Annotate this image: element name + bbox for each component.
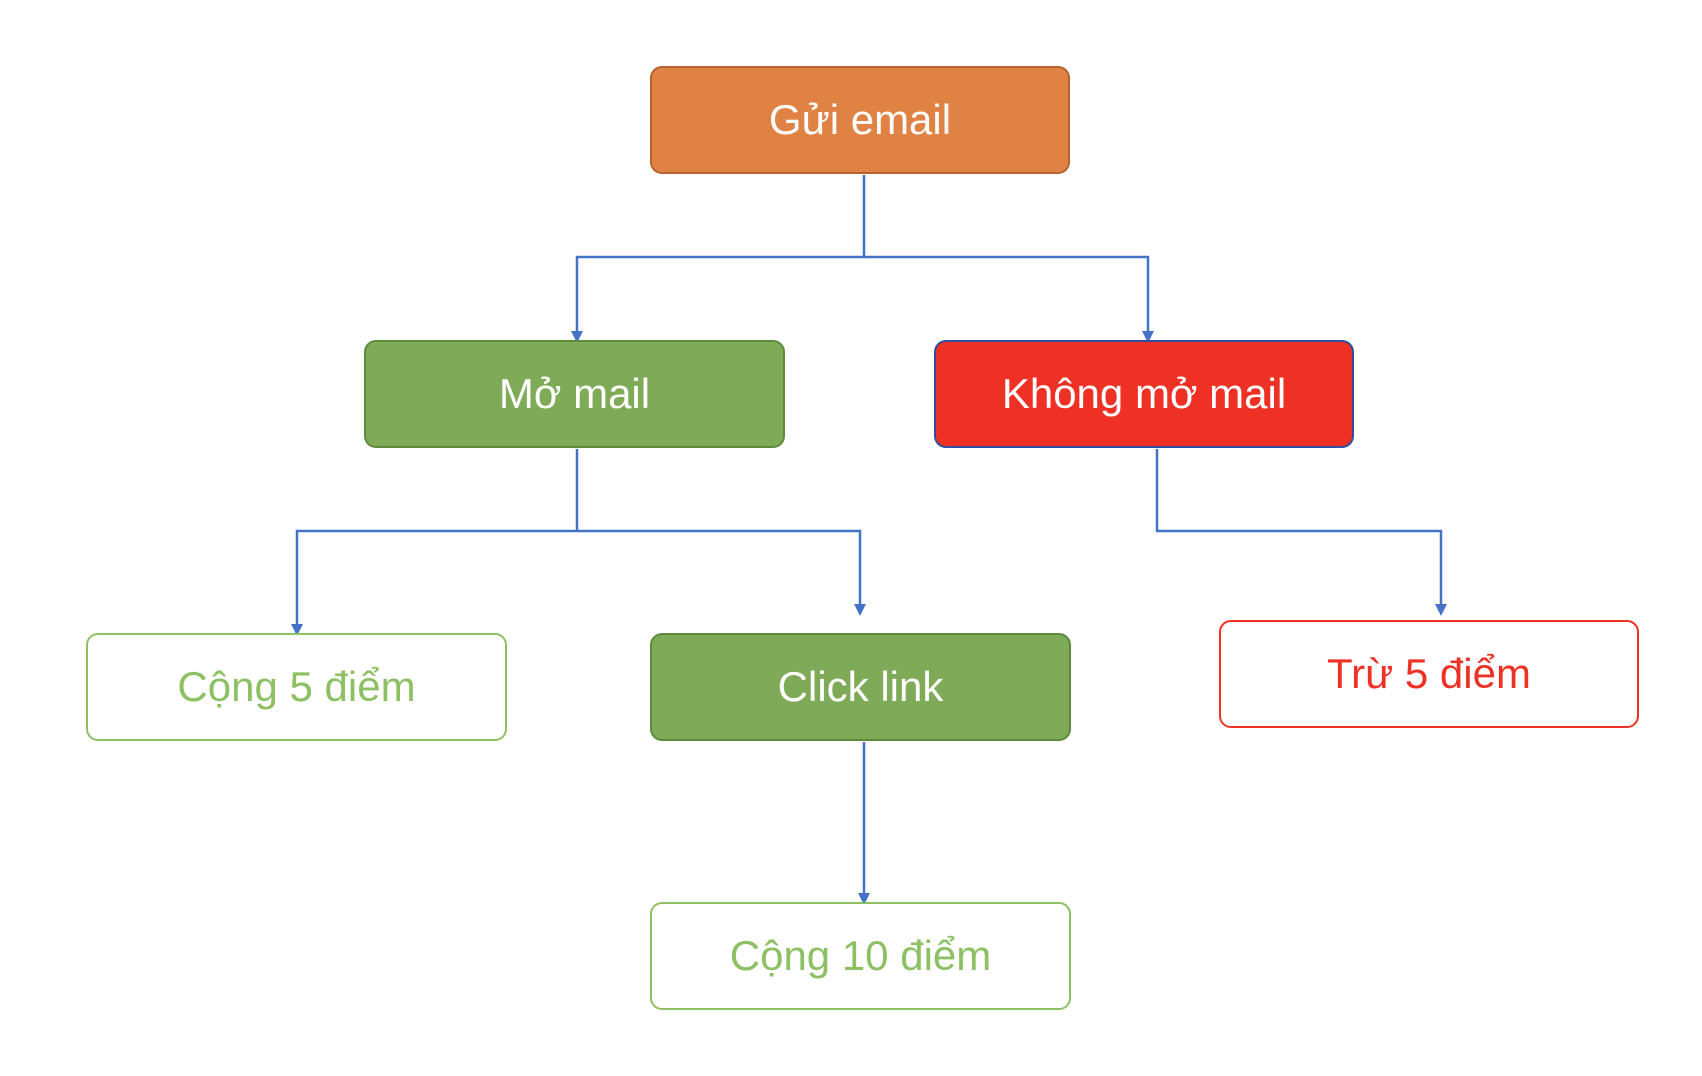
node-not-open-mail: Không mở mail [934, 340, 1354, 448]
node-click-link: Click link [650, 633, 1071, 741]
node-send-email-label: Gửi email [768, 96, 952, 143]
connector-send-to-open [571, 175, 866, 343]
connector-open-to-plus5 [291, 449, 579, 636]
connector-open-to-click [577, 529, 866, 616]
node-plus-10-points-label: Cộng 10 điểm [729, 932, 992, 979]
node-open-mail-label: Mở mail [498, 370, 651, 417]
node-minus-5-points-label: Trừ 5 điểm [1327, 650, 1531, 697]
connector-send-to-not-open [864, 255, 1154, 343]
node-click-link-label: Click link [777, 663, 944, 710]
node-minus-5-points: Trừ 5 điểm [1219, 620, 1639, 728]
node-plus-5-points-label: Cộng 5 điểm [177, 663, 416, 710]
node-send-email: Gửi email [650, 66, 1070, 174]
node-plus-10-points: Cộng 10 điểm [650, 902, 1071, 1010]
node-open-mail: Mở mail [364, 340, 785, 448]
node-not-open-mail-label: Không mở mail [1001, 370, 1287, 417]
node-plus-5-points: Cộng 5 điểm [86, 633, 507, 741]
connector-not-open-to-minus5 [1155, 449, 1447, 616]
